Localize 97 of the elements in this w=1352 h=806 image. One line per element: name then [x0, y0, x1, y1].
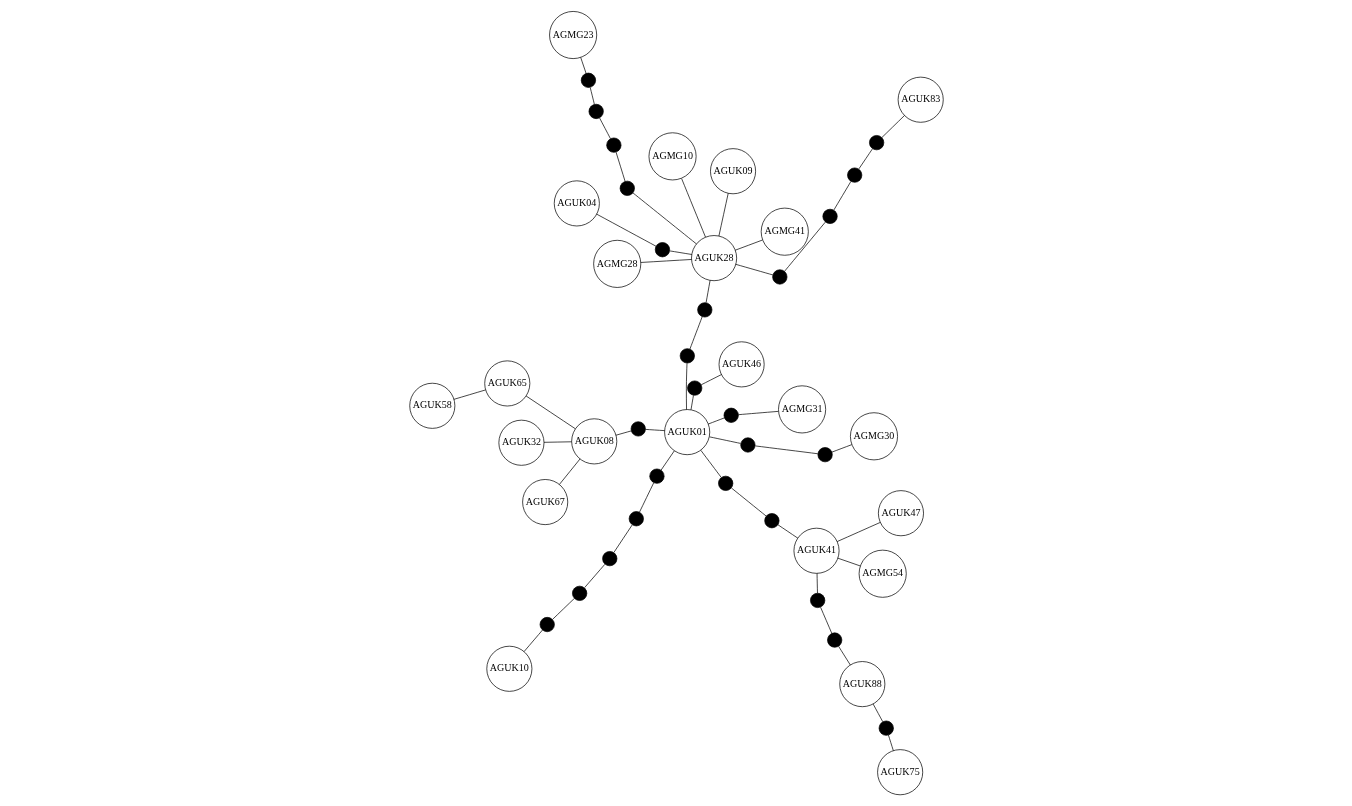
node-circle: AGMG28: [592, 239, 641, 288]
node-circle: [739, 437, 755, 453]
node-circle: [619, 180, 635, 196]
node-circle: AGUK01: [663, 409, 710, 456]
node-circle: AGUK83: [897, 76, 944, 123]
node-circle: AGMG23: [548, 11, 597, 59]
connector: [615, 151, 625, 182]
node-circle: [717, 475, 733, 491]
connector: [644, 429, 665, 431]
connector: [453, 389, 486, 400]
node-circle: [723, 407, 739, 423]
connector: [589, 87, 595, 105]
connector: [638, 482, 654, 513]
connector: [816, 572, 818, 594]
node-circle: AGUK09: [709, 148, 756, 195]
node-circle: [763, 513, 779, 529]
node-circle: [605, 137, 621, 153]
node-circle: [630, 421, 646, 437]
node-circle: [654, 242, 670, 258]
node-circle: AGUK32: [498, 419, 544, 466]
connector: [680, 178, 706, 238]
node-circle: AGUK58: [408, 382, 455, 429]
node-circle: [628, 511, 644, 527]
node-circle: [846, 167, 862, 183]
node-circle: AGUK28: [690, 235, 737, 282]
node-circle: [571, 585, 587, 601]
connector: [881, 115, 905, 138]
connector: [737, 411, 779, 416]
connector: [819, 606, 832, 634]
node-circle: [648, 468, 664, 484]
node-circle: AGMG54: [858, 549, 907, 598]
node-circle: [588, 103, 604, 119]
node-circle: [771, 269, 787, 285]
connector: [831, 444, 852, 453]
connector: [707, 417, 725, 425]
node-circle: [809, 592, 825, 608]
node-circle: [878, 720, 894, 736]
node-circle: [679, 348, 695, 364]
connector: [613, 524, 633, 553]
connector: [598, 117, 611, 139]
node-circle: AGUK88: [838, 661, 885, 708]
node-circle: AGUK41: [793, 527, 839, 574]
connector: [595, 213, 656, 247]
connector: [783, 221, 826, 272]
connector: [689, 316, 703, 350]
connector: [525, 395, 576, 430]
node-circle: [868, 135, 884, 151]
node-circle: AGMG31: [777, 385, 826, 434]
node-circle: AGUK08: [570, 418, 617, 465]
node-circle: [817, 447, 833, 463]
connector: [705, 279, 710, 304]
node-circle: AGUK47: [877, 490, 924, 537]
node-circle: [580, 72, 596, 88]
connector: [558, 458, 580, 485]
node-circle: [696, 302, 712, 318]
connector: [583, 563, 605, 588]
node-circle: AGUK04: [553, 180, 600, 227]
connector: [858, 148, 873, 170]
node-circle: AGMG10: [648, 132, 696, 181]
node-circle: AGUK67: [521, 479, 568, 525]
connector: [708, 436, 741, 444]
connector: [887, 734, 894, 752]
connector: [718, 192, 729, 237]
connector: [632, 192, 697, 245]
node-circle: AGMG41: [760, 207, 809, 256]
connector: [837, 645, 851, 666]
connector: [734, 263, 773, 276]
connector: [700, 374, 722, 386]
node-circle: AGUK65: [483, 360, 530, 407]
connector: [836, 522, 881, 542]
connector: [754, 445, 818, 455]
node-circle: [822, 208, 838, 224]
connector: [777, 524, 798, 539]
connector: [734, 239, 763, 251]
connector: [615, 430, 632, 436]
node-circle: AGMG30: [849, 412, 898, 461]
connector: [551, 598, 575, 620]
connector: [668, 250, 692, 255]
connector: [833, 181, 851, 211]
connector: [690, 394, 694, 411]
connector: [660, 450, 675, 471]
node-circle: AGUK10: [485, 645, 532, 692]
connector: [640, 259, 692, 263]
connector: [836, 557, 861, 567]
node-circle: AGUK46: [718, 341, 765, 388]
node-circle: [686, 380, 702, 396]
connector: [523, 629, 543, 652]
connector: [700, 449, 722, 478]
connector: [685, 362, 687, 410]
node-circle: [826, 632, 842, 648]
connector: [872, 703, 883, 723]
node-circle: AGUK75: [876, 749, 923, 796]
connector: [543, 441, 572, 443]
connector: [730, 487, 767, 517]
connector: [579, 57, 586, 74]
node-circle: [601, 551, 617, 567]
node-circle: [539, 617, 555, 633]
